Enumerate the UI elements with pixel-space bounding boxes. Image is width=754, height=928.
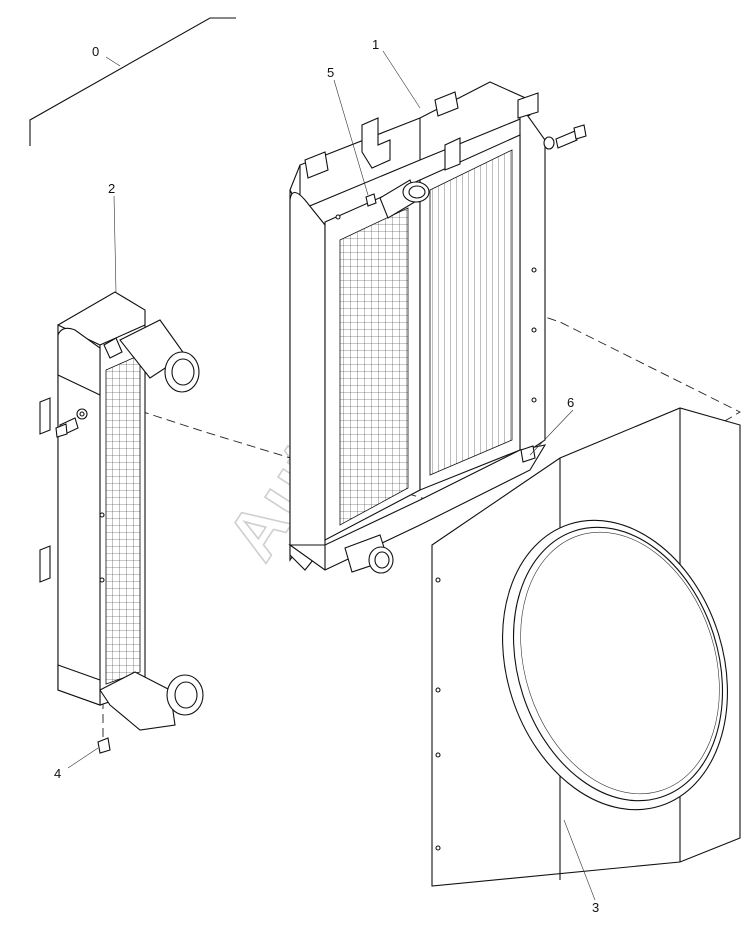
fan-shroud (431, 407, 741, 887)
label-part-3: 3 (592, 900, 599, 915)
label-part-4: 4 (54, 766, 61, 781)
leader-lines (67, 50, 596, 901)
label-part-0: 0 (92, 44, 99, 59)
part-labels: 0 1 2 3 4 5 6 (54, 37, 599, 915)
assembly-bracket (29, 17, 236, 146)
label-part-6: 6 (567, 395, 574, 410)
label-part-5: 5 (327, 65, 334, 80)
label-part-2: 2 (108, 181, 115, 196)
radiator (288, 81, 587, 574)
charge-air-cooler (39, 291, 204, 754)
label-part-1: 1 (372, 37, 379, 52)
